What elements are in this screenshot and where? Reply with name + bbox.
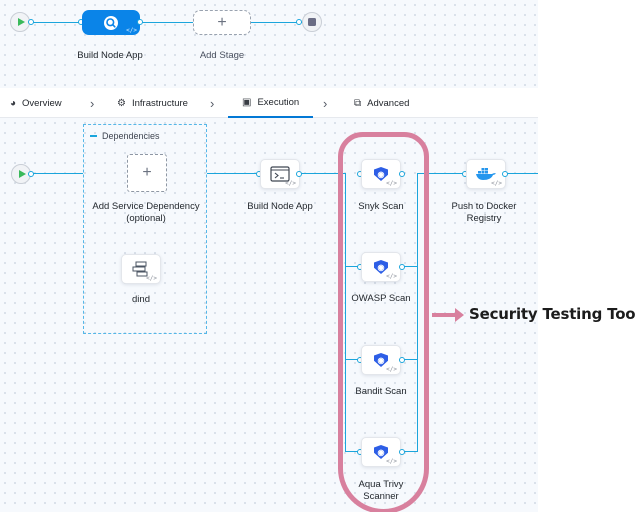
tab-advanced[interactable]: ⧉ Advanced bbox=[354, 88, 409, 118]
play-icon bbox=[18, 170, 26, 178]
annotation-arrow bbox=[432, 313, 456, 317]
owasp-scan-step[interactable]: ◉ </> bbox=[361, 252, 401, 282]
connector-dot bbox=[399, 449, 405, 455]
dependencies-group: Dependencies bbox=[83, 124, 207, 334]
parallel-connector-right bbox=[417, 173, 419, 451]
connector-dot bbox=[296, 171, 302, 177]
add-stage-button[interactable]: + bbox=[193, 10, 251, 35]
connector-dot bbox=[28, 19, 34, 25]
connector-dot bbox=[399, 357, 405, 363]
tab-label: Overview bbox=[22, 97, 62, 109]
snyk-scan-label: Snyk Scan bbox=[358, 201, 404, 212]
ci-stage-icon bbox=[104, 15, 118, 30]
tab-label: Advanced bbox=[367, 97, 410, 109]
build-node-app-step-label: Build Node App bbox=[247, 201, 313, 212]
collapse-icon[interactable] bbox=[90, 135, 97, 137]
tab-execution[interactable]: ▣ Execution bbox=[228, 88, 314, 118]
arrow-head-icon bbox=[455, 308, 464, 322]
aqua-trivy-scanner-step[interactable]: ◉ </> bbox=[361, 437, 401, 467]
stage-canvas bbox=[0, 0, 538, 88]
build-node-app-stage-label: Build Node App bbox=[77, 50, 143, 61]
branch-connector bbox=[402, 359, 418, 361]
plus-icon: + bbox=[217, 13, 227, 31]
plus-icon: + bbox=[142, 164, 152, 181]
terminal-icon bbox=[270, 166, 290, 182]
chevron-right-icon: › bbox=[90, 96, 95, 111]
security-tools-highlight bbox=[338, 132, 429, 512]
bandit-scan-label: Bandit Scan bbox=[355, 386, 407, 397]
shield-icon: ◉ bbox=[374, 260, 388, 274]
tab-overview[interactable]: ◕ Overview bbox=[10, 88, 62, 118]
tab-infrastructure[interactable]: ⚙ Infrastructure bbox=[117, 88, 188, 118]
code-icon: </> bbox=[386, 273, 397, 280]
build-node-app-step[interactable]: </> bbox=[260, 159, 300, 189]
security-testing-tools-annotation: Security Testing Tools bbox=[469, 305, 636, 323]
pipeline-end-node bbox=[302, 12, 322, 32]
dependencies-header[interactable]: Dependencies bbox=[90, 131, 160, 141]
add-stage-label: Add Stage bbox=[199, 50, 245, 61]
annotation-area bbox=[538, 0, 636, 512]
exec-connector bbox=[30, 173, 83, 175]
tab-label: Execution bbox=[257, 96, 300, 108]
shield-icon: ◉ bbox=[374, 353, 388, 367]
docker-icon bbox=[476, 168, 496, 180]
connector-dot bbox=[296, 19, 302, 25]
code-icon: </> bbox=[491, 180, 502, 187]
connector-dot bbox=[28, 171, 34, 177]
code-icon: </> bbox=[386, 366, 397, 373]
connector-dot bbox=[502, 171, 508, 177]
build-node-app-stage[interactable]: </> bbox=[82, 10, 140, 35]
advanced-icon: ⧉ bbox=[354, 97, 362, 109]
exec-connector bbox=[418, 173, 465, 175]
branch-connector bbox=[345, 359, 360, 361]
stop-icon bbox=[308, 18, 316, 26]
execution-icon: ▣ bbox=[242, 96, 252, 108]
branch-connector bbox=[345, 266, 360, 268]
exec-connector bbox=[207, 173, 259, 175]
play-icon bbox=[17, 18, 25, 26]
branch-connector bbox=[345, 451, 360, 453]
pipeline-tabs: ◕ Overview › ⚙ Infrastructure › ▣ Execut… bbox=[0, 88, 538, 118]
stage-connector bbox=[30, 21, 306, 23]
code-icon: </> bbox=[386, 458, 397, 465]
shield-icon: ◉ bbox=[374, 445, 388, 459]
owasp-scan-label: OWASP Scan bbox=[351, 293, 411, 304]
push-to-docker-registry-label: Push to Docker Registry bbox=[451, 201, 517, 224]
chevron-right-icon: › bbox=[210, 96, 215, 111]
chevron-right-icon: › bbox=[323, 96, 328, 111]
pipeline-start-node bbox=[10, 12, 30, 32]
service-icon bbox=[132, 261, 148, 277]
code-icon: </> bbox=[126, 27, 137, 34]
tab-label: Infrastructure bbox=[131, 97, 188, 109]
code-icon: </> bbox=[386, 180, 397, 187]
exec-connector bbox=[299, 173, 346, 175]
parallel-connector-left bbox=[345, 173, 347, 451]
connector-dot bbox=[399, 264, 405, 270]
dind-service[interactable]: </> bbox=[121, 254, 161, 284]
overview-icon: ◕ bbox=[10, 97, 17, 109]
push-to-docker-registry-step[interactable]: </> bbox=[466, 159, 506, 189]
code-icon: </> bbox=[285, 180, 296, 187]
connector-dot bbox=[137, 19, 143, 25]
branch-connector bbox=[402, 451, 418, 453]
branch-connector bbox=[402, 266, 418, 268]
code-icon: </> bbox=[146, 275, 157, 282]
dependencies-title: Dependencies bbox=[102, 131, 160, 141]
add-service-dependency-label: Add Service Dependency (optional) bbox=[92, 201, 200, 224]
infrastructure-icon: ⚙ bbox=[117, 97, 126, 109]
execution-start-node bbox=[11, 164, 31, 184]
add-service-dependency-button[interactable]: + bbox=[127, 154, 167, 192]
dind-label: dind bbox=[132, 294, 150, 305]
exec-connector bbox=[505, 173, 538, 175]
